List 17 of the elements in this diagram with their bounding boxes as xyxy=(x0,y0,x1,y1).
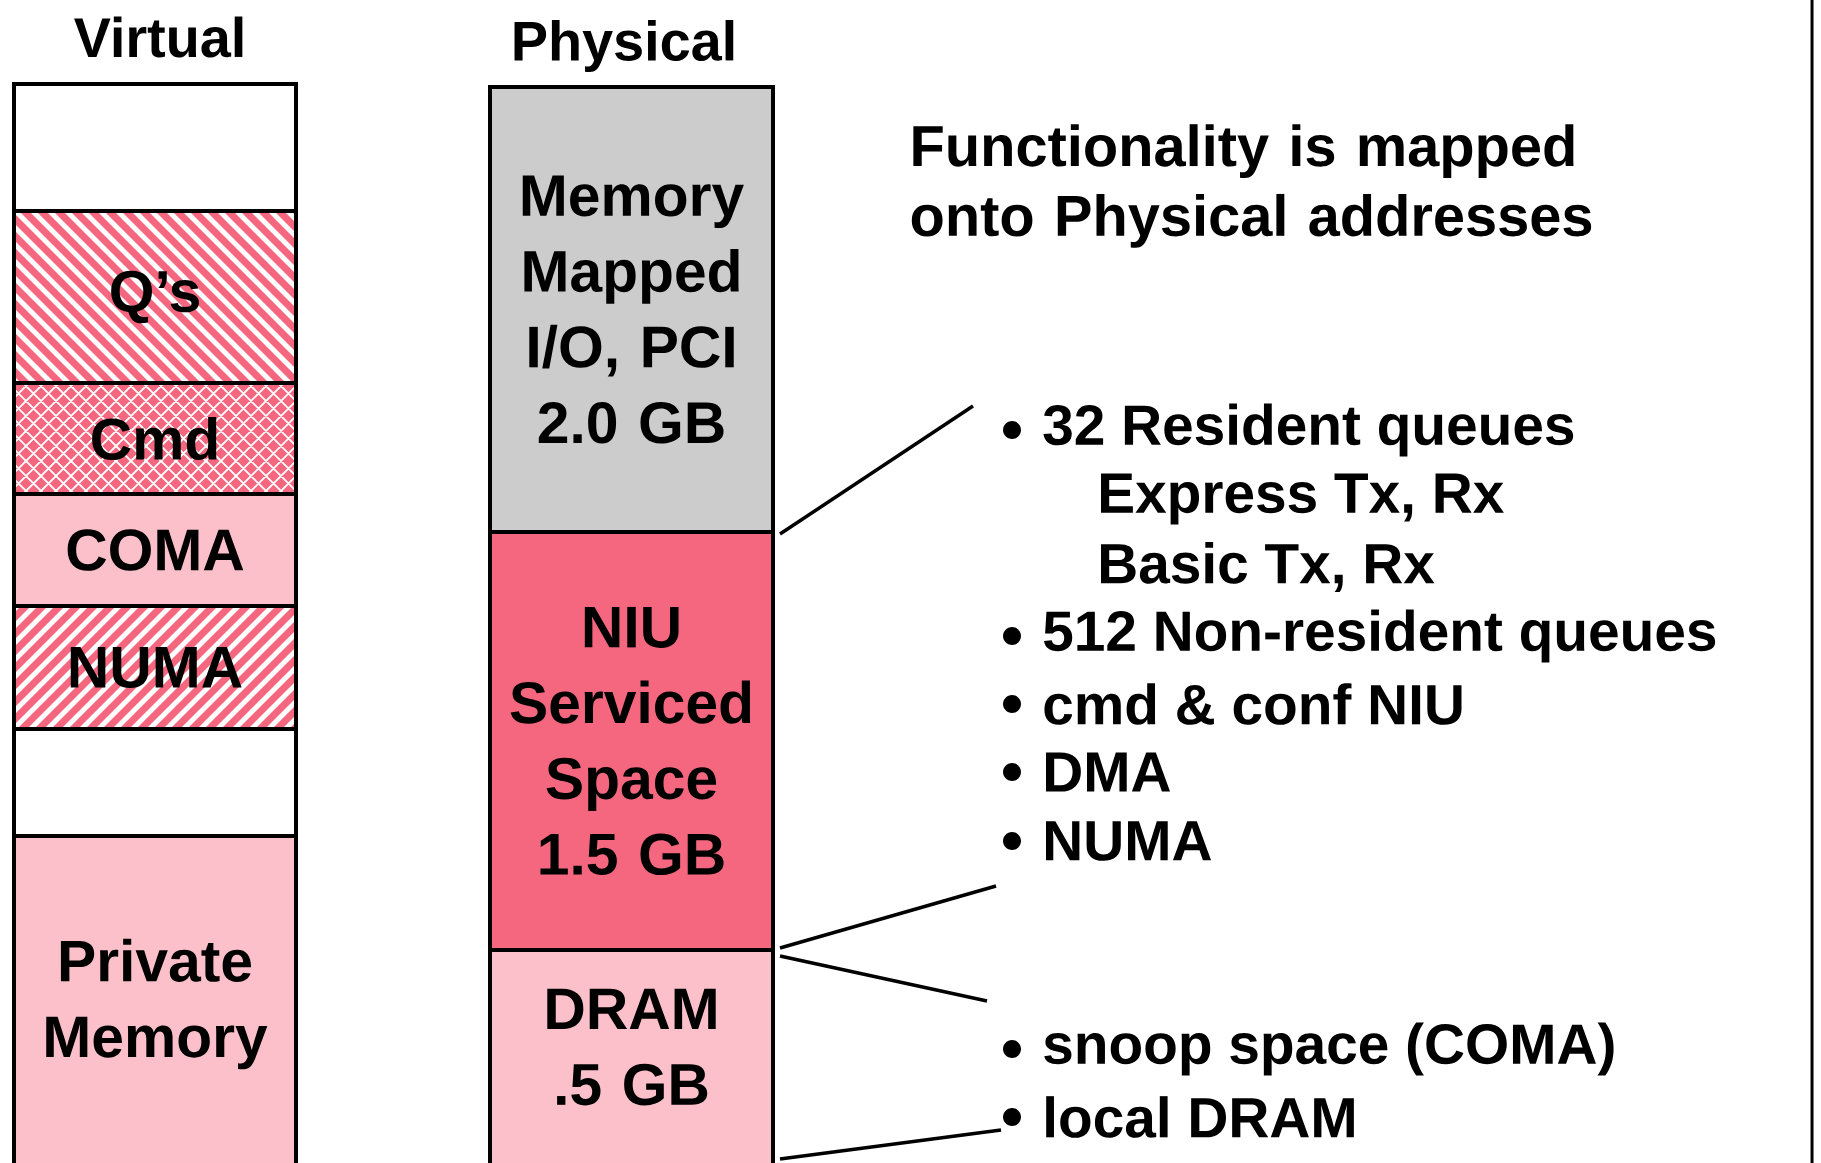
memory-region: DRAM .5 GB xyxy=(488,948,775,1163)
bullet-item: local DRAM xyxy=(1046,1096,1354,1138)
column-heading: Physical xyxy=(514,20,734,72)
bullet-item: cmd & conf NIU xyxy=(1044,683,1462,725)
memory-region: Private Memory xyxy=(12,834,298,1163)
note-text: Functionality is mapped onto Physical addresses xyxy=(911,124,1592,248)
bullet-item: Express Tx, Rx xyxy=(1101,473,1504,525)
bullet-item: 32 Resident queues xyxy=(1043,403,1574,457)
bullet-item: snoop space (COMA) xyxy=(1044,1022,1614,1076)
bullet-item: DMA xyxy=(1046,752,1171,792)
memory-region: Memory Mapped I/O, PCI 2.0 GB xyxy=(488,85,775,534)
column-heading: Virtual xyxy=(74,16,243,58)
bullet-item: Basic Tx, Rx xyxy=(1101,542,1435,592)
memory-region: COMA xyxy=(12,492,298,608)
bullet-item: NUMA xyxy=(1046,821,1212,861)
bullet-item: 512 Non-resident queues xyxy=(1043,609,1716,663)
memory-region: NIU Serviced Space 1.5 GB xyxy=(488,530,775,952)
